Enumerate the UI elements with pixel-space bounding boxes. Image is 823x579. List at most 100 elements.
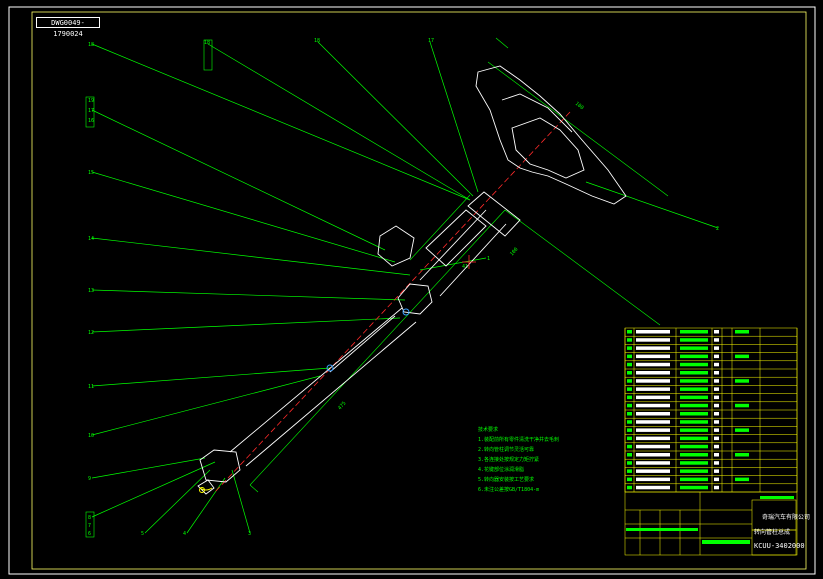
- bom-qty: [714, 362, 719, 367]
- bom-table-text: [627, 330, 749, 490]
- dimension-value: 475: [337, 401, 348, 412]
- notes-line: 2.转向管柱调节灵活可靠: [478, 447, 535, 453]
- bom-material: [735, 477, 749, 482]
- leader-label: 19: [88, 98, 94, 104]
- notes-line: 1.装配前所有零件清洗干净并去毛刺: [478, 437, 560, 443]
- leader-label: 18: [204, 40, 210, 46]
- bom-qty: [714, 436, 719, 441]
- leader-label: 6: [88, 531, 91, 537]
- bom-qty: [714, 420, 719, 424]
- bom-index: [627, 338, 632, 342]
- bom-part-code: [636, 387, 670, 391]
- leader-label: 3: [248, 531, 251, 537]
- bom-index: [627, 485, 632, 490]
- bom-index: [627, 436, 632, 441]
- bom-part-name: [680, 444, 708, 449]
- bom-part-code: [636, 403, 670, 408]
- section-mark: [462, 255, 476, 269]
- bom-qty: [714, 461, 719, 465]
- bom-part-name: [680, 436, 708, 441]
- leader-label: 9: [88, 476, 91, 482]
- bom-part-name: [680, 403, 708, 408]
- bom-qty: [714, 330, 719, 334]
- bom-qty: [714, 338, 719, 342]
- bom-index: [627, 444, 632, 449]
- bom-part-code: [636, 346, 670, 350]
- notes-title: 技术要求: [478, 427, 499, 433]
- bom-part-code: [636, 436, 670, 441]
- leader-label: 10: [88, 433, 94, 439]
- leader-label: 14: [88, 236, 94, 242]
- bom-part-code: [636, 362, 670, 367]
- bom-part-name: [680, 346, 708, 350]
- bom-material: [735, 453, 749, 457]
- bom-index: [627, 420, 632, 424]
- leader-label: 2: [716, 226, 719, 232]
- bom-part-code: [636, 477, 670, 482]
- leader-label: 17: [428, 38, 434, 44]
- bom-qty: [714, 346, 719, 350]
- bom-part-name: [680, 330, 708, 334]
- bom-part-name: [680, 354, 708, 359]
- dimension-value: 41: [462, 264, 468, 270]
- leader-label: 11: [88, 384, 94, 390]
- steering-column-outline: [197, 65, 627, 495]
- bom-part-code: [636, 485, 670, 490]
- bom-index: [627, 354, 632, 359]
- leader-label: 5: [141, 531, 144, 537]
- bom-part-name: [680, 379, 708, 383]
- bom-part-code: [636, 338, 670, 342]
- bom-part-code: [636, 330, 670, 334]
- leader-label: 12: [88, 330, 94, 336]
- technical-notes: 技术要求 1.装配前所有零件清洗干净并去毛刺 2.转向管柱调节灵活可靠 3.各连…: [478, 425, 559, 495]
- bom-index: [627, 469, 632, 473]
- bom-part-code: [636, 395, 670, 400]
- bom-part-code: [636, 453, 670, 457]
- bom-index: [627, 461, 632, 465]
- bom-part-name: [680, 477, 708, 482]
- bom-index: [627, 395, 632, 400]
- bom-qty: [714, 453, 719, 457]
- dimension-value: 100: [509, 247, 520, 258]
- bom-part-name: [680, 412, 708, 416]
- leader-label: 15: [88, 170, 94, 176]
- bom-index: [627, 387, 632, 391]
- bom-index: [627, 403, 632, 408]
- bom-qty: [714, 371, 719, 375]
- bom-part-name: [680, 395, 708, 400]
- bom-part-name: [680, 461, 708, 465]
- notes-line: 5.转向器安装按工艺要求: [478, 477, 535, 483]
- leader-label-group: 18 19 17 16 15 14 13 12 11 10 9 8 7 6 5 …: [88, 38, 719, 537]
- bom-table: [624, 327, 798, 493]
- bom-index: [627, 346, 632, 350]
- bom-part-name: [680, 362, 708, 367]
- bom-material: [735, 428, 749, 432]
- bom-qty: [714, 469, 719, 473]
- dimension-lines: [249, 37, 669, 493]
- bom-part-name: [680, 428, 708, 432]
- leader-label: 18: [314, 38, 320, 44]
- bom-qty: [714, 379, 719, 383]
- fitting-accents: [326, 308, 410, 372]
- label-boxes: [85, 39, 213, 538]
- bom-part-name: [680, 371, 708, 375]
- column-centerline: [214, 111, 571, 493]
- bom-qty: [714, 395, 719, 400]
- leader-label: 17: [88, 108, 94, 114]
- bom-part-name: [680, 387, 708, 391]
- bom-qty: [714, 477, 719, 482]
- leader-lines: [91, 41, 719, 534]
- leader-label: 8: [88, 515, 91, 521]
- leader-label: 13: [88, 288, 94, 294]
- company-name: 奇瑞汽车有限公司: [762, 514, 811, 521]
- leader-label: 4: [183, 531, 186, 537]
- bom-index: [627, 362, 632, 367]
- bom-part-code: [636, 420, 670, 424]
- bom-part-code: [636, 379, 670, 383]
- drawing-name: 转向管柱总成: [754, 529, 791, 536]
- bom-qty: [714, 428, 719, 432]
- dimension-value: 100: [574, 101, 585, 111]
- bom-part-code: [636, 412, 670, 416]
- bom-part-name: [680, 420, 708, 424]
